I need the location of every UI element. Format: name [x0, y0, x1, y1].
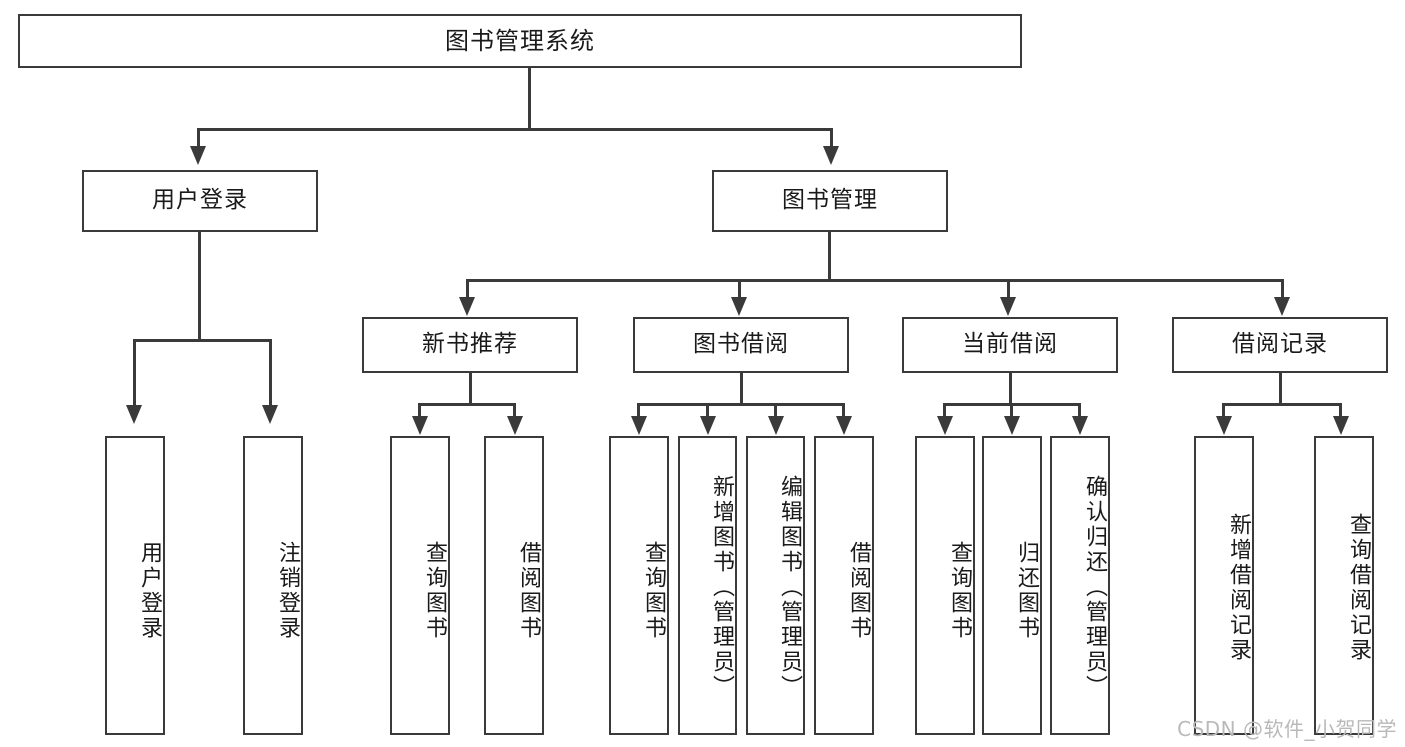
node-label: 图书管理	[782, 187, 878, 214]
node-label: 新增图书（管理员）	[709, 475, 734, 700]
watermark: CSDN @软件_小贺同学	[1177, 717, 1397, 741]
connector-root-stem	[528, 68, 531, 130]
node-leaf-user-login[interactable]: 用户登录	[105, 436, 165, 735]
node-leaf-query-book-borrow[interactable]: 查询图书	[609, 436, 669, 735]
arrowhead-to-leaf-query-book-2	[631, 416, 647, 435]
arrowhead-to-leaf-query-record	[1333, 416, 1349, 435]
arrowhead-to-current-borrow	[1000, 297, 1016, 316]
arrowhead-to-leaf-logout-login	[262, 405, 278, 424]
arrowhead-to-leaf-return-book	[1004, 416, 1020, 435]
connector-book-management-stem	[828, 232, 831, 282]
connector-nbr-drop-2	[513, 403, 516, 418]
connector-user-login-stem	[198, 232, 201, 342]
connector-root-bar	[197, 128, 832, 131]
node-leaf-add-book-admin[interactable]: 新增图书（管理员）	[678, 436, 737, 735]
connector-book-management-bar	[466, 279, 1284, 282]
connector-bm-drop-3	[1007, 279, 1010, 299]
connector-br-bar	[1222, 403, 1342, 406]
arrowhead-to-leaf-borrow-book-1	[507, 416, 523, 435]
node-leaf-query-book-new[interactable]: 查询图书	[390, 436, 450, 735]
arrowhead-to-leaf-borrow-book-2	[836, 416, 852, 435]
node-root-book-management-system[interactable]: 图书管理系统	[18, 14, 1022, 68]
arrowhead-to-book-management	[823, 146, 839, 165]
arrowhead-to-leaf-confirm-return	[1072, 416, 1088, 435]
connector-cb-stem	[1009, 373, 1012, 406]
arrowhead-to-leaf-edit-book	[768, 416, 784, 435]
node-label: 查询图书	[947, 540, 972, 641]
connector-nbr-bar	[418, 403, 516, 406]
node-label: 编辑图书（管理员）	[777, 475, 802, 700]
node-leaf-logout-login[interactable]: 注销登录	[243, 436, 303, 735]
arrowhead-to-leaf-query-book-3	[937, 416, 953, 435]
node-leaf-edit-book-admin[interactable]: 编辑图书（管理员）	[746, 436, 805, 735]
node-borrow-record[interactable]: 借阅记录	[1172, 317, 1388, 373]
arrowhead-to-leaf-query-book-1	[412, 416, 428, 435]
connector-br-drop-1	[1222, 403, 1225, 418]
connector-br-drop-2	[1339, 403, 1342, 418]
node-label: 确认归还（管理员）	[1082, 475, 1107, 700]
node-leaf-confirm-return-admin[interactable]: 确认归还（管理员）	[1050, 436, 1110, 735]
connector-br-stem	[1279, 373, 1282, 406]
node-user-login[interactable]: 用户登录	[82, 170, 318, 232]
node-label: 用户登录	[152, 187, 248, 214]
node-label: 图书管理系统	[445, 26, 595, 55]
node-leaf-query-book-current[interactable]: 查询图书	[915, 436, 975, 735]
arrowhead-to-leaf-user-login	[126, 405, 142, 424]
connector-bb-drop-3	[774, 403, 777, 418]
node-label: 借阅图书	[846, 540, 871, 641]
node-label: 查询借阅记录	[1346, 512, 1371, 663]
connector-bm-drop-1	[466, 279, 469, 299]
node-label: 借阅图书	[516, 540, 541, 641]
node-label: 借阅记录	[1232, 331, 1328, 358]
node-current-borrow[interactable]: 当前借阅	[902, 317, 1118, 373]
connector-nbr-drop-1	[418, 403, 421, 418]
arrowhead-to-leaf-add-record	[1216, 416, 1232, 435]
arrowhead-to-book-borrow	[731, 297, 747, 316]
node-book-borrow[interactable]: 图书借阅	[633, 317, 849, 373]
connector-root-drop-left	[197, 128, 200, 148]
arrowhead-to-new-book-recommend	[459, 297, 475, 316]
node-label: 注销登录	[275, 540, 300, 641]
connector-bb-drop-4	[842, 403, 845, 418]
arrowhead-to-user-login	[190, 146, 206, 165]
connector-bb-drop-2	[706, 403, 709, 418]
connector-bb-stem	[740, 373, 743, 406]
connector-user-login-drop-1	[133, 339, 136, 407]
node-label: 新增借阅记录	[1226, 512, 1251, 663]
node-label: 归还图书	[1014, 540, 1039, 641]
node-leaf-query-borrow-record[interactable]: 查询借阅记录	[1314, 436, 1374, 735]
node-book-management[interactable]: 图书管理	[712, 170, 948, 232]
node-leaf-return-book[interactable]: 归还图书	[982, 436, 1042, 735]
connector-root-drop-right	[830, 128, 833, 148]
node-label: 图书借阅	[693, 331, 789, 358]
node-label: 用户登录	[137, 540, 162, 641]
connector-cb-drop-1	[943, 403, 946, 418]
connector-nbr-stem	[469, 373, 472, 406]
node-leaf-borrow-book-new[interactable]: 借阅图书	[484, 436, 544, 735]
arrowhead-to-leaf-add-book	[700, 416, 716, 435]
arrowhead-to-borrow-record	[1274, 297, 1290, 316]
node-leaf-add-borrow-record[interactable]: 新增借阅记录	[1194, 436, 1254, 735]
node-leaf-borrow-book-borrow[interactable]: 借阅图书	[814, 436, 874, 735]
connector-bm-drop-4	[1281, 279, 1284, 299]
node-label: 当前借阅	[962, 331, 1058, 358]
connector-bb-bar	[637, 403, 845, 406]
connector-cb-drop-2	[1010, 403, 1013, 418]
connector-bb-drop-1	[637, 403, 640, 418]
node-label: 新书推荐	[422, 331, 518, 358]
connector-user-login-drop-2	[269, 339, 272, 407]
connector-cb-drop-3	[1078, 403, 1081, 418]
node-label: 查询图书	[641, 540, 666, 641]
node-new-book-recommend[interactable]: 新书推荐	[362, 317, 578, 373]
connector-bm-drop-2	[738, 279, 741, 299]
connector-user-login-bar	[133, 339, 271, 342]
node-label: 查询图书	[422, 540, 447, 641]
